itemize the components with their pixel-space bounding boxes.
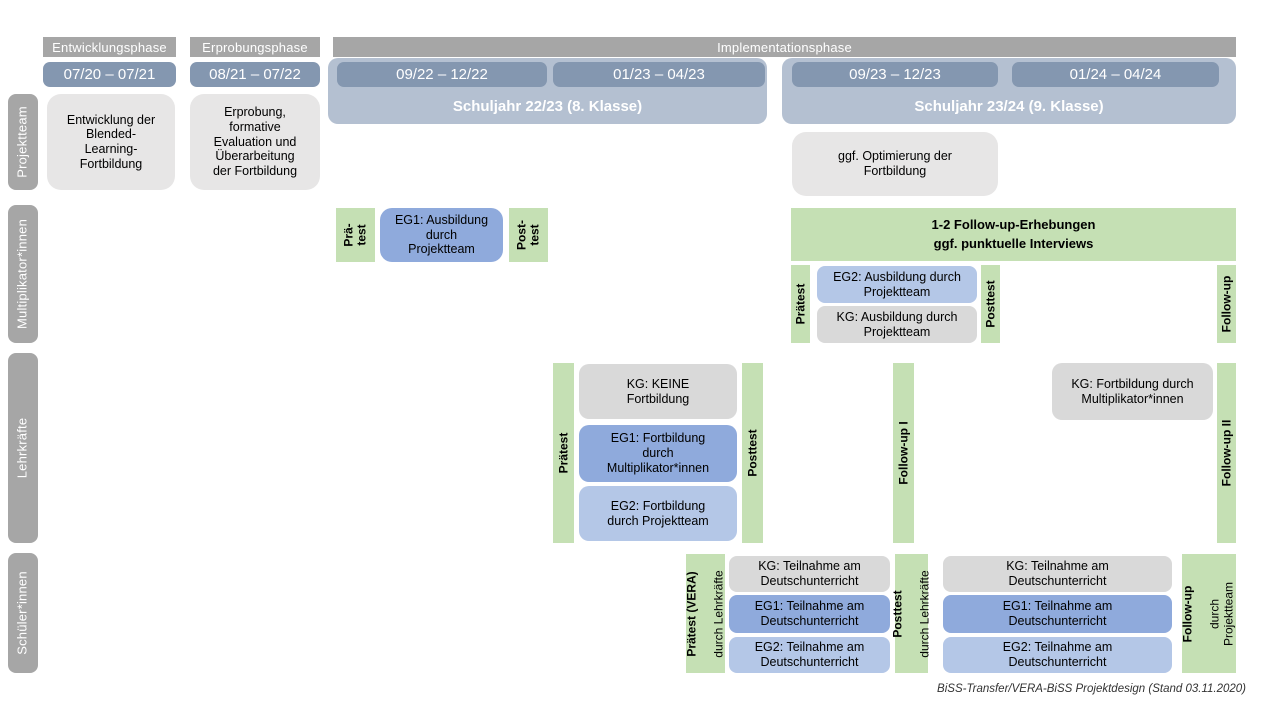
multiplikatoren-posttest2-bar: Posttest — [981, 265, 1000, 343]
schueler-posttest-title: Posttest — [890, 589, 905, 638]
schueler-posttest-text: Posttest durch Lehrkräfte — [878, 570, 945, 657]
box-kg-fortbildung-multiplikatoren: KG: Fortbildung durch Multiplikator*inne… — [1052, 363, 1213, 420]
phase-header-implementationsphase: Implementationsphase — [333, 37, 1236, 57]
date-range-0720-0721: 07/20 – 07/21 — [43, 62, 176, 87]
multiplikatoren-praetest2-bar: Prätest — [791, 265, 810, 343]
lehrkraefte-followup2-bar: Follow-up II — [1217, 363, 1236, 543]
date-range-0123-0423: 01/23 – 04/23 — [553, 62, 765, 87]
box-eg2-teilnahme-2: EG2: Teilnahme am Deutschunterricht — [943, 637, 1172, 673]
lehrkraefte-praetest-bar: Prätest — [553, 363, 574, 543]
lehrkraefte-followup1-label: Follow-up I — [895, 421, 910, 485]
sidebar-label-schuelerinnen-text: Schüler*innen — [14, 571, 30, 655]
box-eg2-ausbildung-projektteam: EG2: Ausbildung durch Projektteam — [817, 266, 977, 303]
lehrkraefte-posttest-bar: Posttest — [742, 363, 763, 543]
schueler-posttest-subtitle: durch Lehrkräfte — [917, 569, 932, 658]
date-range-0922-1222: 09/22 – 12/22 — [337, 62, 547, 87]
schoolyear-label-2324: Schuljahr 23/24 (9. Klasse) — [914, 98, 1104, 115]
box-eg1-teilnahme-1: EG1: Teilnahme am Deutschunterricht — [729, 595, 890, 633]
sidebar-label-projektteam-text: Projektteam — [14, 106, 30, 178]
box-optimierung-fortbildung: ggf. Optimierung der Fortbildung — [792, 132, 998, 196]
box-eg1-fortbildung-multiplikatoren: EG1: Fortbildung durch Multiplikator*inn… — [579, 425, 737, 482]
box-eg2-fortbildung-projektteam: EG2: Fortbildung durch Projektteam — [579, 486, 737, 541]
schueler-praetest-vera-subtitle: durch Lehrkräfte — [711, 569, 726, 658]
schoolyear-label-2223: Schuljahr 22/23 (8. Klasse) — [452, 98, 643, 115]
sidebar-label-multiplikatorinnen-text: Multiplikator*innen — [14, 218, 30, 330]
sidebar-label-lehrkraefte: Lehrkräfte — [8, 353, 38, 543]
box-kg-teilnahme-1: KG: Teilnahme am Deutschunterricht — [729, 556, 890, 592]
lehrkraefte-followup2-label: Follow-up II — [1218, 419, 1233, 487]
followup-erhebungen-bar: 1-2 Follow-up-Erhebungen ggf. punktuelle… — [791, 208, 1236, 261]
multiplikatoren-posttest2-label: Posttest — [982, 280, 997, 328]
multiplikatoren-praetest-label: Prä- test — [341, 223, 369, 247]
schueler-followup-title: Follow-up — [1181, 585, 1196, 642]
box-kg-teilnahme-2: KG: Teilnahme am Deutschunterricht — [943, 556, 1172, 592]
box-erprobung-evaluation: Erprobung, formative Evaluation und Über… — [190, 94, 320, 190]
schueler-followup-text: Follow-up durch Projektteam — [1169, 581, 1250, 645]
schueler-followup-bar: Follow-up durch Projektteam — [1181, 554, 1236, 673]
box-eg1-teilnahme-2: EG1: Teilnahme am Deutschunterricht — [943, 595, 1172, 633]
sidebar-label-projektteam: Projektteam — [8, 94, 38, 190]
box-kg-keine-fortbildung: KG: KEINE Fortbildung — [579, 364, 737, 419]
lehrkraefte-praetest-label: Prätest — [555, 432, 570, 474]
multiplikatoren-followup-label: Follow-up — [1218, 275, 1233, 333]
lehrkraefte-posttest-label: Posttest — [744, 429, 759, 477]
sidebar-label-lehrkraefte-text: Lehrkräfte — [14, 417, 30, 479]
box-eg1-ausbildung-projektteam: EG1: Ausbildung durch Projektteam — [380, 208, 503, 262]
multiplikatoren-praetest-bar: Prä- test — [336, 208, 375, 262]
box-kg-ausbildung-projektteam: KG: Ausbildung durch Projektteam — [817, 306, 977, 343]
sidebar-label-multiplikatorinnen: Multiplikator*innen — [8, 205, 38, 343]
phase-header-erprobungsphase: Erprobungsphase — [190, 37, 320, 57]
lehrkraefte-followup1-bar: Follow-up I — [893, 363, 914, 543]
schueler-praetest-vera-bar: Prätest (VERA) durch Lehrkräfte — [684, 554, 726, 673]
date-range-0124-0424: 01/24 – 04/24 — [1012, 62, 1219, 87]
schueler-posttest-bar: Posttest durch Lehrkräfte — [890, 554, 931, 673]
schueler-followup-subtitle: durch Projektteam — [1208, 581, 1236, 646]
phase-header-entwicklungsphase: Entwicklungsphase — [43, 37, 176, 57]
box-entwicklung-fortbildung: Entwicklung der Blended- Learning- Fortb… — [47, 94, 175, 190]
multiplikatoren-followup-bar: Follow-up — [1217, 265, 1236, 343]
date-range-0821-0722: 08/21 – 07/22 — [190, 62, 320, 87]
multiplikatoren-posttest-label: Post- test — [514, 220, 542, 250]
sidebar-label-schuelerinnen: Schüler*innen — [8, 553, 38, 673]
multiplikatoren-posttest-bar: Post- test — [509, 208, 548, 262]
multiplikatoren-praetest2-label: Prätest — [792, 283, 807, 325]
schueler-praetest-vera-title: Prätest (VERA) — [684, 570, 699, 657]
box-eg2-teilnahme-1: EG2: Teilnahme am Deutschunterricht — [729, 637, 890, 673]
date-range-0923-1223: 09/23 – 12/23 — [792, 62, 998, 87]
diagram-caption: BiSS-Transfer/VERA-BiSS Projektdesign (S… — [937, 683, 1246, 695]
